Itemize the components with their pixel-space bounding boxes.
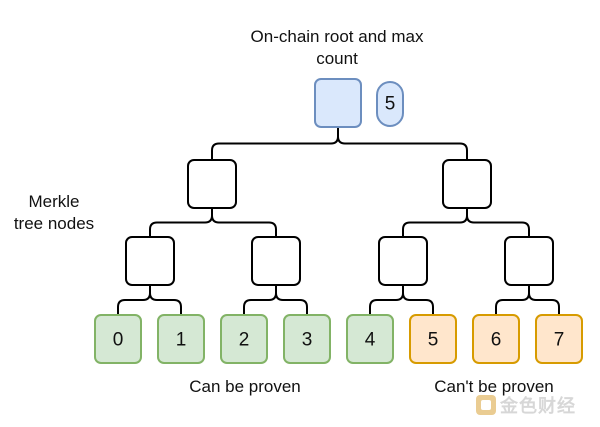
max-count-value: 5 xyxy=(385,94,396,115)
root-title: On-chain root and max count xyxy=(228,26,446,70)
edge-level2-to-leaf-7 xyxy=(528,285,560,315)
edge-level2-to-leaf-2 xyxy=(243,285,277,315)
merkle-label-line-2: tree nodes xyxy=(13,214,95,233)
edge-root-to-node-1 xyxy=(211,127,339,160)
root-node xyxy=(314,78,362,128)
leaf-label-3: 3 xyxy=(302,330,313,351)
merkle-node-level1-1 xyxy=(442,159,492,209)
leaf-node-1 xyxy=(157,314,205,364)
merkle-node-level2-1 xyxy=(251,236,301,286)
edge-level2-to-leaf-3 xyxy=(275,285,308,315)
leaf-node-3 xyxy=(283,314,331,364)
leaf-node-0 xyxy=(94,314,142,364)
leaf-label-4: 4 xyxy=(365,330,376,351)
tree-edges xyxy=(117,127,560,315)
leaf-node-7 xyxy=(535,314,583,364)
edge-root-to-node-2 xyxy=(337,127,468,160)
root-title-line-1: On-chain root and max xyxy=(250,27,424,46)
leaf-node-2 xyxy=(220,314,268,364)
cant-be-proven-label: Can't be proven xyxy=(434,377,554,396)
max-count-badge xyxy=(376,81,404,127)
merkle-node-level2-3 xyxy=(504,236,554,286)
merkle-node-level1-0 xyxy=(187,159,237,209)
leaf-label-7: 7 xyxy=(554,330,565,351)
edge-level2-to-leaf-1 xyxy=(149,285,182,315)
watermark-text: 金色财经 xyxy=(500,396,576,416)
leaf-label-5: 5 xyxy=(428,330,439,351)
leaf-label-1: 1 xyxy=(176,330,187,351)
edge-level2-to-leaf-0 xyxy=(117,285,151,315)
merkle-node-level2-0 xyxy=(125,236,175,286)
merkle-label-line-1: Merkle xyxy=(28,192,80,211)
leaf-label-6: 6 xyxy=(491,330,502,351)
edge-level1-to-level2-0 xyxy=(149,208,213,237)
leaf-node-5 xyxy=(409,314,457,364)
leaf-label-2: 2 xyxy=(239,330,250,351)
merkle-node-level2-2 xyxy=(378,236,428,286)
can-be-proven-label: Can be proven xyxy=(189,377,301,396)
root-title-line-2: count xyxy=(316,49,358,68)
edge-level2-to-leaf-5 xyxy=(402,285,434,315)
merkle-tree-nodes-label: Merkle tree nodes xyxy=(6,191,102,235)
tree-nodes: 5 0 1 2 3 4 5 6 7 xyxy=(94,78,583,364)
edge-level1-to-level2-2 xyxy=(402,208,468,237)
watermark-logo-icon xyxy=(476,395,496,415)
edge-level2-to-leaf-6 xyxy=(495,285,530,315)
edge-level1-to-level2-1 xyxy=(211,208,277,237)
leaf-node-6 xyxy=(472,314,520,364)
leaf-label-0: 0 xyxy=(113,330,124,351)
watermark: 金色财经 xyxy=(476,392,598,418)
leaf-node-4 xyxy=(346,314,394,364)
edge-level1-to-level2-3 xyxy=(466,208,530,237)
edge-level2-to-leaf-4 xyxy=(369,285,404,315)
